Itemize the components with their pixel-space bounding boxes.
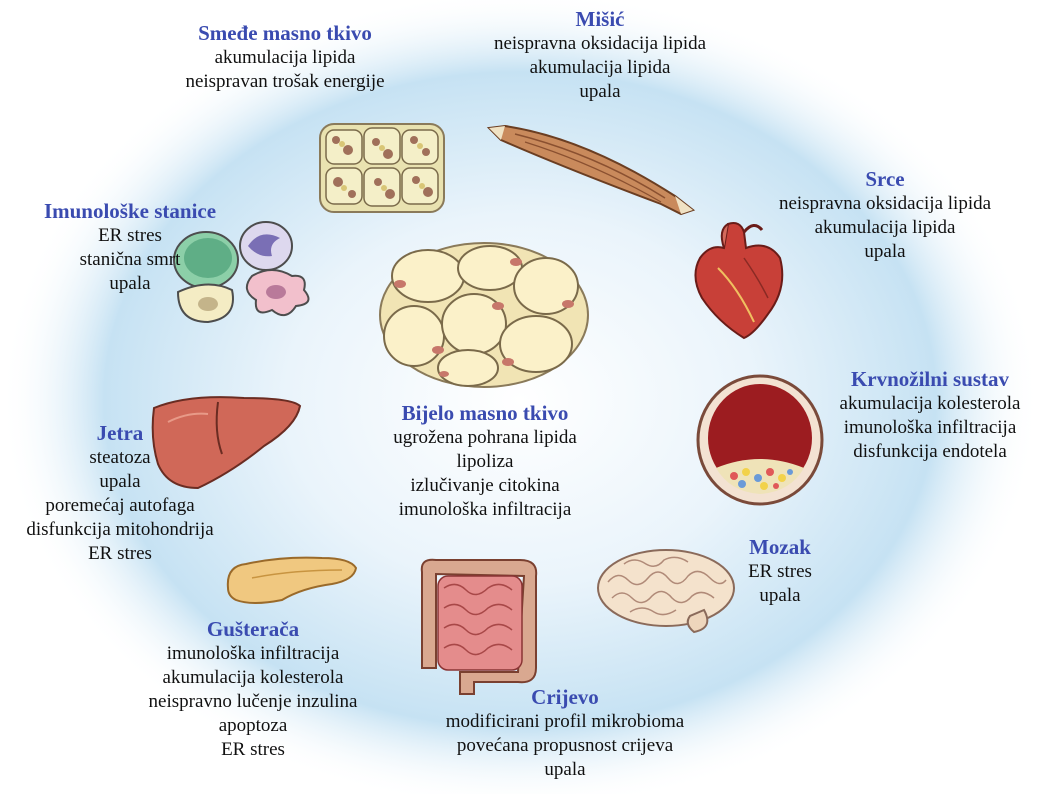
brain-label: Mozak ER stres upala	[730, 534, 830, 608]
muscle-effect: akumulacija lipida	[450, 56, 750, 80]
heart-title: Srce	[740, 166, 1030, 192]
pancreas-effect: imunološka infiltracija	[108, 642, 398, 666]
immune-title: Imunološke stanice	[10, 198, 250, 224]
liver-effect: disfunkcija mitohondrija	[0, 518, 240, 542]
brain-effect: upala	[730, 584, 830, 608]
vascular-effect: disfunkcija endotela	[820, 440, 1040, 464]
brown-fat-effect: neispravan trošak energije	[150, 70, 420, 94]
pancreas-label: Gušterača imunološka infiltracija akumul…	[108, 616, 398, 762]
blood-vessel-illustration	[694, 372, 826, 508]
gut-label: Crijevo modificirani profil mikrobioma p…	[400, 684, 730, 782]
vascular-label: Krvnožilni sustav akumulacija kolesterol…	[820, 366, 1040, 464]
muscle-effect: neispravna oksidacija lipida	[450, 32, 750, 56]
white-fat-illustration	[378, 240, 590, 390]
immune-effect: stanična smrt	[10, 248, 250, 272]
heart-label: Srce neispravna oksidacija lipida akumul…	[740, 166, 1030, 264]
pancreas-effect: akumulacija kolesterola	[108, 666, 398, 690]
brown-fat-title: Smeđe masno tkivo	[150, 20, 420, 46]
muscle-effect: upala	[450, 80, 750, 104]
brain-effect: ER stres	[730, 560, 830, 584]
pancreas-effect: neispravno lučenje inzulina	[108, 690, 398, 714]
liver-effect: ER stres	[0, 542, 240, 566]
liver-effect: steatoza	[0, 446, 240, 470]
muscle-label: Mišić neispravna oksidacija lipida akumu…	[450, 6, 750, 104]
vascular-effect: imunološka infiltracija	[820, 416, 1040, 440]
intestine-illustration	[408, 552, 548, 696]
white-fat-effect: ugrožena pohrana lipida	[350, 426, 620, 450]
brown-fat-label: Smeđe masno tkivo akumulacija lipida nei…	[150, 20, 420, 94]
brown-fat-illustration	[318, 120, 446, 216]
heart-effect: neispravna oksidacija lipida	[740, 192, 1030, 216]
white-fat-title: Bijelo masno tkivo	[350, 400, 620, 426]
heart-effect: upala	[740, 240, 1030, 264]
brown-fat-effect: akumulacija lipida	[150, 46, 420, 70]
heart-effect: akumulacija lipida	[740, 216, 1030, 240]
gut-effect: povećana propusnost crijeva	[400, 734, 730, 758]
muscle-illustration	[485, 118, 700, 218]
liver-effect: upala	[0, 470, 240, 494]
liver-effect: poremećaj autofaga	[0, 494, 240, 518]
gut-effect: modificirani profil mikrobioma	[400, 710, 730, 734]
vascular-title: Krvnožilni sustav	[820, 366, 1040, 392]
pancreas-effect: apoptoza	[108, 714, 398, 738]
brain-illustration	[594, 546, 740, 636]
pancreas-effect: ER stres	[108, 738, 398, 762]
brain-title: Mozak	[730, 534, 830, 560]
gut-title: Crijevo	[400, 684, 730, 710]
immune-effect: upala	[10, 272, 250, 296]
white-fat-label: Bijelo masno tkivo ugrožena pohrana lipi…	[350, 400, 620, 522]
white-fat-effect: lipoliza	[350, 450, 620, 474]
liver-title: Jetra	[0, 420, 240, 446]
immune-effect: ER stres	[10, 224, 250, 248]
white-fat-effect: izlučivanje citokina	[350, 474, 620, 498]
immune-label: Imunološke stanice ER stres stanična smr…	[10, 198, 250, 296]
gut-effect: upala	[400, 758, 730, 782]
muscle-title: Mišić	[450, 6, 750, 32]
liver-label: Jetra steatoza upala poremećaj autofaga …	[0, 420, 240, 566]
vascular-effect: akumulacija kolesterola	[820, 392, 1040, 416]
pancreas-illustration	[222, 548, 362, 608]
pancreas-title: Gušterača	[108, 616, 398, 642]
white-fat-effect: imunološka infiltracija	[350, 498, 620, 522]
